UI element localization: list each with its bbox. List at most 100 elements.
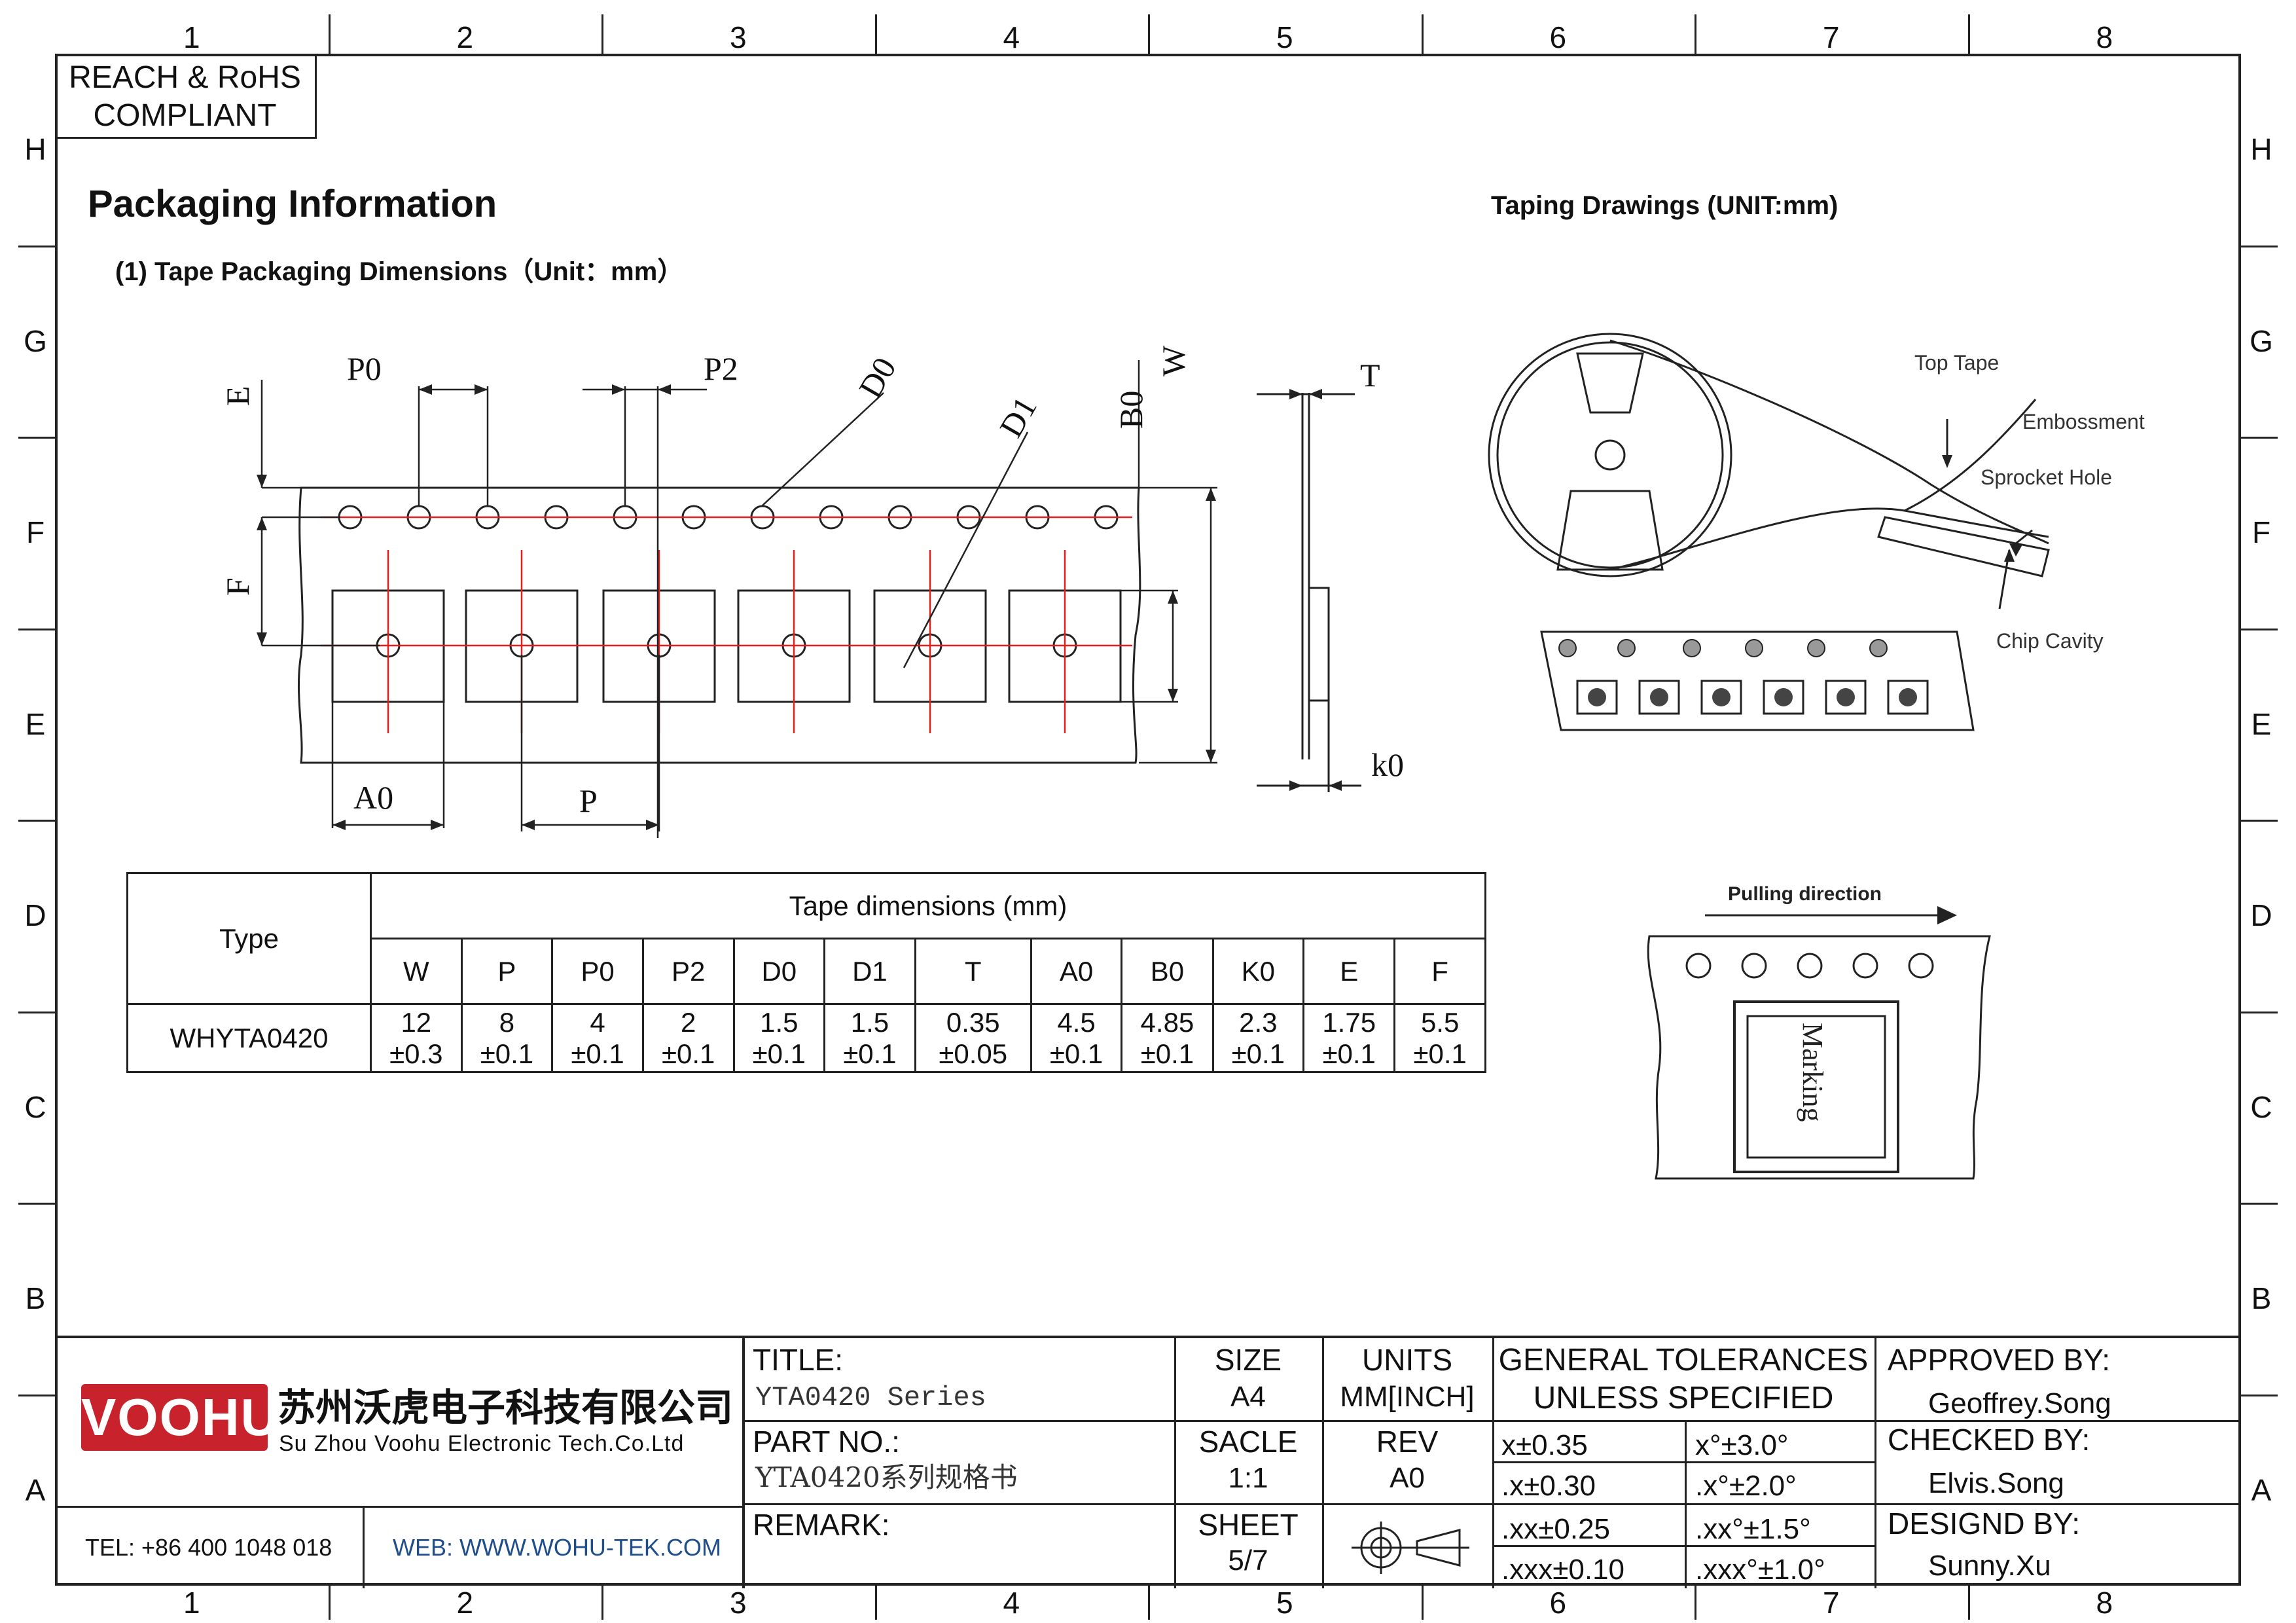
label-sprocket-hole: Sprocket Hole [1981,465,2112,489]
linear-tolerance: .xxx±0.10 [1501,1554,1625,1586]
zone-tick [2241,437,2278,439]
company-name-en: Su Zhou Voohu Electronic Tech.Co.Ltd [279,1431,685,1456]
column-header: T [914,938,1032,1005]
zone-column-label: 4 [1003,1586,1020,1620]
column-header: E [1302,938,1396,1005]
dimension-tolerance: ±0.1 [480,1038,534,1069]
zone-tick [874,1586,877,1620]
compliance-line-1: REACH & RoHS [69,60,301,95]
zone-tick [601,1586,603,1620]
zone-row-label: A [2251,1472,2272,1507]
zone-tick [18,628,55,630]
angular-tolerance: x°±3.0° [1695,1429,1789,1461]
zone-tick [2241,1203,2278,1205]
dimension-cell: 2±0.1 [641,1003,735,1073]
zone-tick [328,14,331,54]
units-label: UNITS [1362,1343,1452,1377]
dimension-value: 4.85 [1140,1006,1194,1038]
dimension-value: 4 [590,1006,605,1038]
rev-value: A0 [1390,1462,1425,1494]
zone-column-label: 8 [2096,1586,2113,1620]
pull-tape-outline [1647,935,1991,1180]
label-top-tape: Top Tape [1914,351,1999,374]
angular-tolerance: .x°±2.0° [1695,1470,1797,1502]
label-E: E [223,386,256,406]
label-D1: D1 [992,390,1044,443]
zone-tick [18,1394,55,1396]
sheet-label: SHEET [1198,1508,1299,1542]
zone-column-label: 1 [183,1586,200,1620]
column-header: P2 [641,938,735,1005]
dimension-tolerance: ±0.1 [1231,1038,1285,1069]
zone-row-label: B [25,1281,46,1316]
dimension-cell: 4.5±0.1 [1030,1003,1123,1073]
zone-tick [1421,1586,1424,1620]
zone-tick [1421,14,1424,54]
zone-tick [1967,14,1970,54]
dimension-value: 2 [681,1006,696,1038]
dimension-value: 4.5 [1057,1006,1096,1038]
linear-tolerance: .xx±0.25 [1501,1513,1611,1545]
zone-tick [18,1203,55,1205]
dimension-value: 5.5 [1420,1006,1460,1038]
dimension-cell: 2.3±0.1 [1211,1003,1305,1073]
part-no-value: YTA0420系列规格书 [755,1461,1018,1493]
zone-tick [1148,1586,1150,1620]
zone-column-label: 6 [1549,20,1567,54]
tel: TEL: +86 400 1048 018 [85,1534,332,1561]
dimension-cell: 0.35±0.05 [914,1003,1032,1073]
dimension-lines [260,360,1217,838]
scale-value: 1:1 [1228,1462,1268,1494]
zone-row-label: A [25,1472,46,1507]
zone-tick [1148,14,1150,54]
size-label: SIZE [1214,1343,1282,1377]
column-header: W [370,938,463,1005]
web-link[interactable]: WEB: WWW.WOHU-TEK.COM [393,1534,721,1561]
zone-column-label: 1 [183,20,200,54]
dimension-cell: 1.5±0.1 [823,1003,916,1073]
reel-window-top [1576,352,1644,414]
dimension-cell: 5.5±0.1 [1393,1003,1486,1073]
label-B0: B0 [1113,391,1149,429]
label-P: P [579,782,598,819]
zone-column-label: 3 [729,20,747,54]
zone-column-label: 5 [1276,20,1293,54]
dimension-tolerance: ±0.05 [939,1038,1008,1069]
column-header: D0 [732,938,826,1005]
dimension-value: 1.75 [1322,1006,1376,1038]
size-value: A4 [1230,1381,1266,1413]
rev-label: REV [1376,1425,1439,1459]
zone-row-label: E [25,706,46,741]
dimension-tolerance: ±0.1 [1140,1038,1194,1069]
zone-tick [1695,14,1696,54]
column-header: P0 [551,938,644,1005]
zone-tick [2241,1011,2278,1013]
dimension-tolerance: ±0.1 [571,1038,624,1069]
zone-tick [18,245,55,247]
label-W: W [1155,345,1192,376]
dimension-value: 0.35 [946,1006,1000,1038]
tape-side-view [1257,393,1361,792]
dimension-cell: 12±0.3 [370,1003,463,1073]
dimension-cell: 8±0.1 [460,1003,554,1073]
column-header: P [460,938,554,1005]
label-T: T [1360,357,1380,393]
projection-symbol-icon [1352,1522,1469,1574]
remark-label: REMARK: [753,1508,890,1542]
company-name-cn: 苏州沃虎电子科技有限公司 [278,1387,734,1429]
zone-column-label: 3 [729,1586,747,1620]
checked-label: CHECKED BY: [1888,1423,2090,1457]
scale-label: SACLE [1198,1425,1298,1459]
column-header: D1 [823,938,916,1005]
zone-tick [2241,1394,2278,1396]
zone-row-label: F [2251,515,2271,550]
zone-column-label: 6 [1549,1586,1567,1620]
sheet-value: 5/7 [1228,1544,1268,1577]
zone-column-label: 2 [456,1586,474,1620]
reel-drawing: Top Tape Embossment Sprocket Hole Chip C… [1488,333,2145,731]
zone-column-label: 4 [1003,20,1020,54]
zone-row-label: H [2250,132,2272,167]
type-cell: WHYTA0420 [126,1003,372,1073]
